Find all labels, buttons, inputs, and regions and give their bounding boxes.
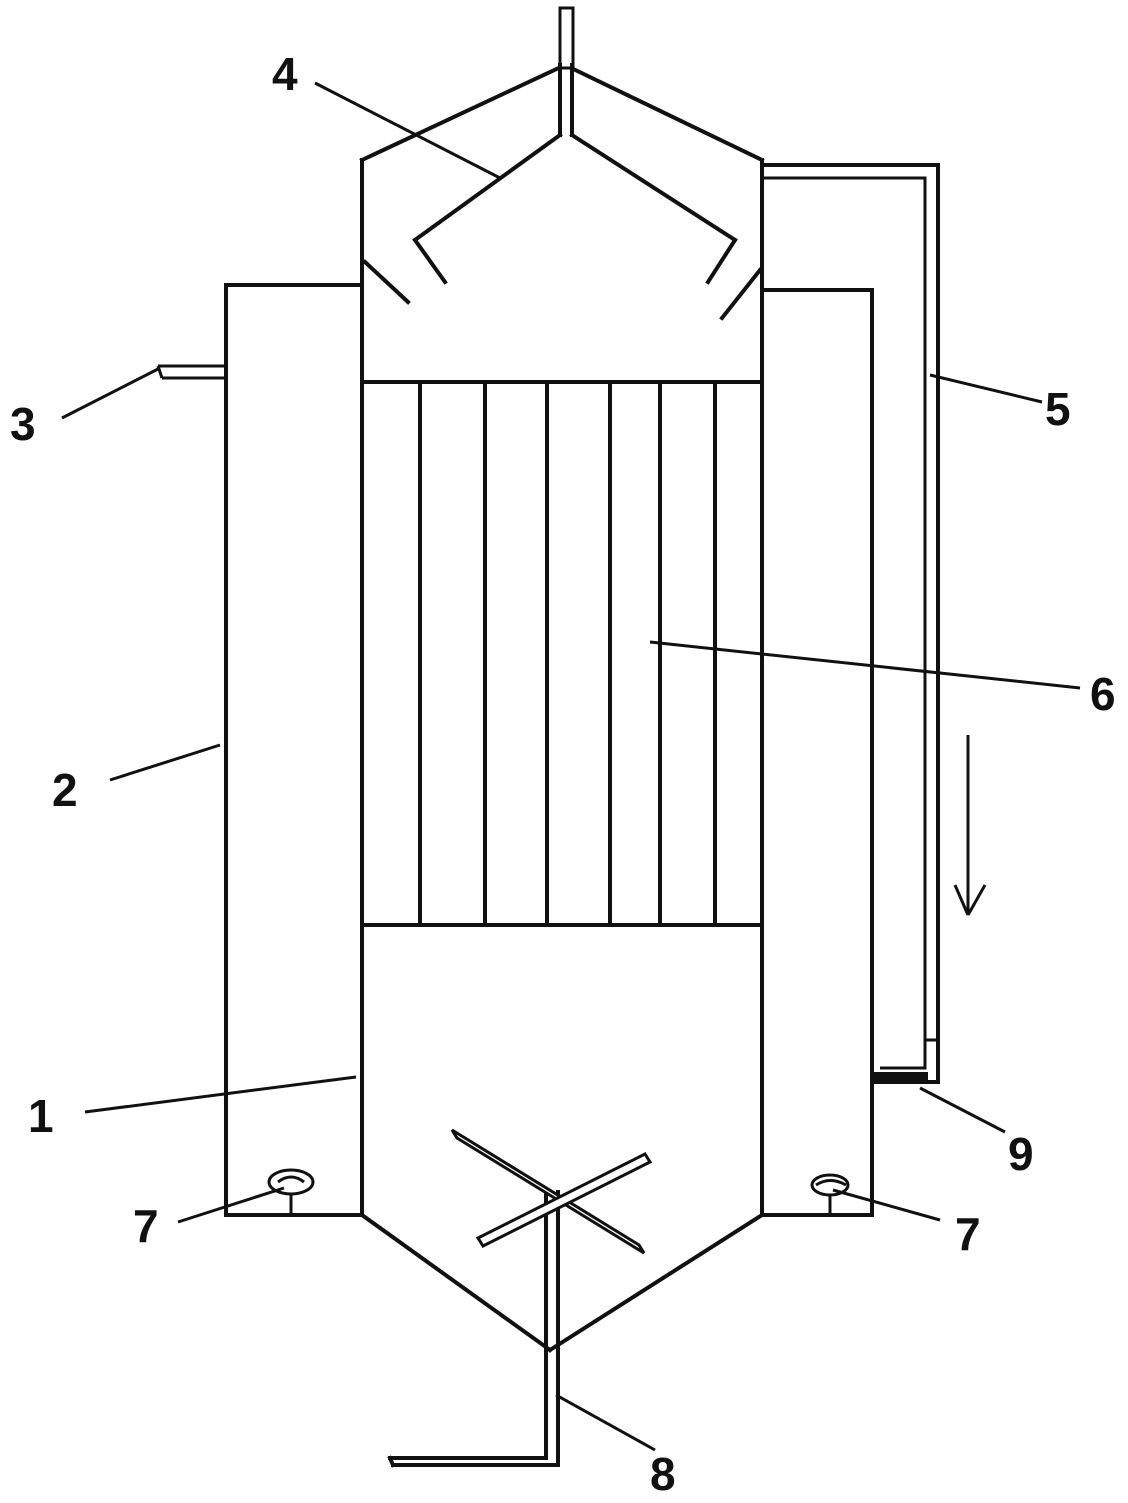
label-7-left: 7 [133,1200,159,1252]
label-5: 5 [1045,383,1071,435]
label-6: 6 [1090,668,1116,720]
inner-vessel [359,62,765,1353]
leader-lines [61,81,1081,1452]
label-9: 9 [1008,1128,1034,1180]
label-2: 2 [52,764,78,816]
label-1: 1 [28,1090,54,1142]
top-gas-outlet [558,6,575,70]
reflux-pipe [760,163,940,1084]
outer-jacket [224,283,874,1217]
pipe-connection [872,1072,928,1084]
label-7-right: 7 [955,1208,981,1260]
label-3: 3 [10,398,36,450]
packing-tube-bundle [360,380,764,927]
part-labels: 4 3 5 6 2 1 9 7 7 8 [10,48,1116,1500]
arrow-down-icon [953,735,987,916]
label-4: 4 [272,48,298,100]
aerator-right [810,1173,850,1213]
gas-liquid-separator [362,63,763,321]
inlet-pipe [156,364,226,380]
stirrer [387,1128,653,1468]
label-8: 8 [650,1448,676,1500]
